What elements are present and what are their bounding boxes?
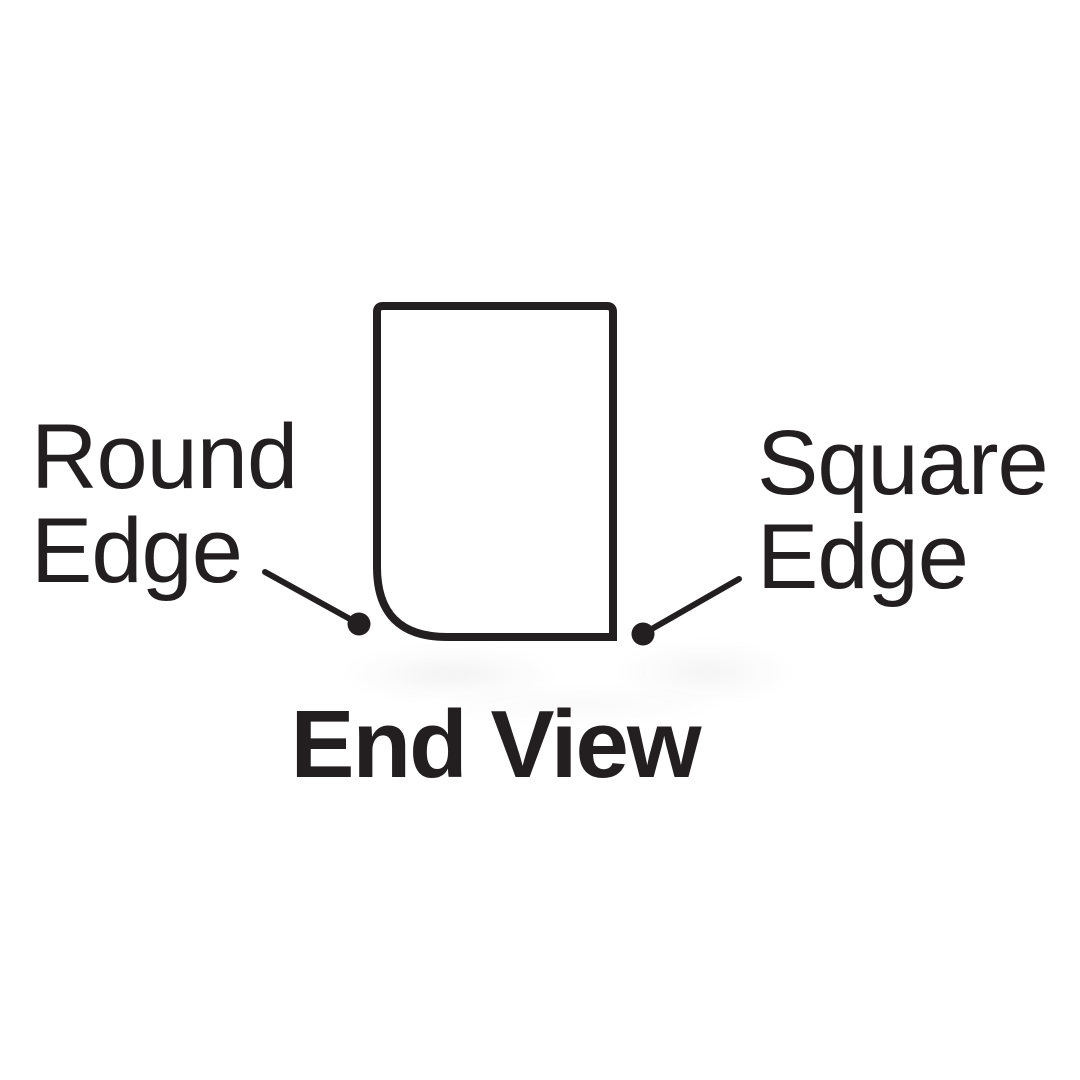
round-edge-label-line1: Round xyxy=(31,406,298,508)
round-edge-dot xyxy=(347,612,371,636)
round-edge-leader-line xyxy=(262,569,362,627)
round-edge-label: Round Edge xyxy=(31,406,298,602)
square-edge-leader-line xyxy=(640,576,742,637)
caption-end-view: End View xyxy=(290,691,701,798)
square-edge-label-line2: Edge xyxy=(757,506,969,608)
square-edge-label-line1: Square xyxy=(757,412,1049,514)
round-edge-label-line2: Edge xyxy=(31,500,243,602)
square-edge-dot xyxy=(631,622,655,646)
profile-shape xyxy=(373,302,617,641)
square-edge-label: Square Edge xyxy=(757,412,1049,608)
